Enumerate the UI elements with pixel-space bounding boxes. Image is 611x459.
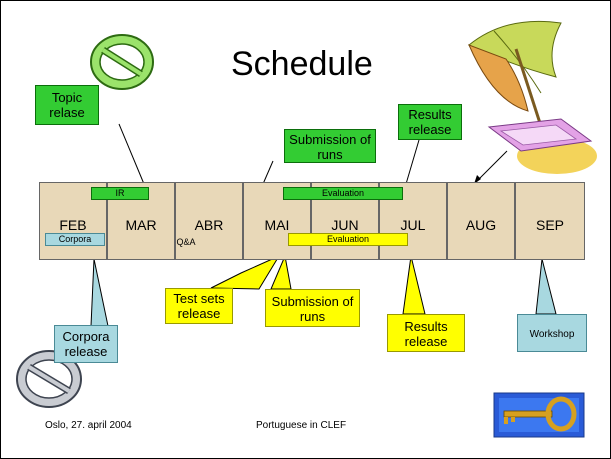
- month-cell-sep: SEP: [515, 182, 585, 260]
- corpora-bar: Corpora: [45, 233, 105, 246]
- month-cell-abr: ABR: [175, 182, 243, 260]
- corpora-release-callout: Corpora release: [54, 325, 118, 363]
- month-label: JUN: [331, 217, 359, 233]
- ir-bar: IR: [91, 187, 149, 200]
- month-label: MAI: [264, 217, 290, 233]
- submission-of-runs-callout-top: Submission of runs: [284, 129, 376, 163]
- workshop-callout: Workshop: [517, 314, 587, 352]
- qa-bar: Q&A: [176, 237, 196, 247]
- slide-title: Schedule: [231, 45, 373, 83]
- month-cell-feb: FEB: [39, 182, 107, 260]
- prohibited-sign-icon: [16, 350, 82, 408]
- month-label: AUG: [465, 217, 497, 233]
- month-label: JUL: [400, 217, 426, 233]
- month-cell-aug: AUG: [447, 182, 515, 260]
- submission-of-runs-callout-bottom: Submission of runs: [265, 289, 360, 327]
- prohibited-sign-icon: [90, 34, 154, 90]
- month-label: SEP: [535, 217, 564, 233]
- test-sets-release-callout: Test sets release: [165, 288, 233, 324]
- month-timeline: FEB MAR ABR MAI JUN JUL AUG SEP: [39, 182, 585, 260]
- month-label: FEB: [59, 217, 87, 233]
- clef-key-logo: [493, 392, 585, 438]
- topic-release-callout: Topic relase: [35, 85, 99, 125]
- evaluation-bar-bottom: Evaluation: [288, 233, 408, 246]
- footer-date: Oslo, 27. april 2004: [45, 420, 132, 431]
- results-release-callout-bottom: Results release: [387, 314, 465, 352]
- footer-title: Portuguese in CLEF: [256, 420, 347, 431]
- month-label: ABR: [194, 217, 224, 233]
- results-release-callout-top: Results release: [398, 104, 462, 140]
- beach-towel-icon: [487, 118, 597, 174]
- month-label: MAR: [125, 217, 157, 233]
- evaluation-bar-top: Evaluation: [283, 187, 403, 200]
